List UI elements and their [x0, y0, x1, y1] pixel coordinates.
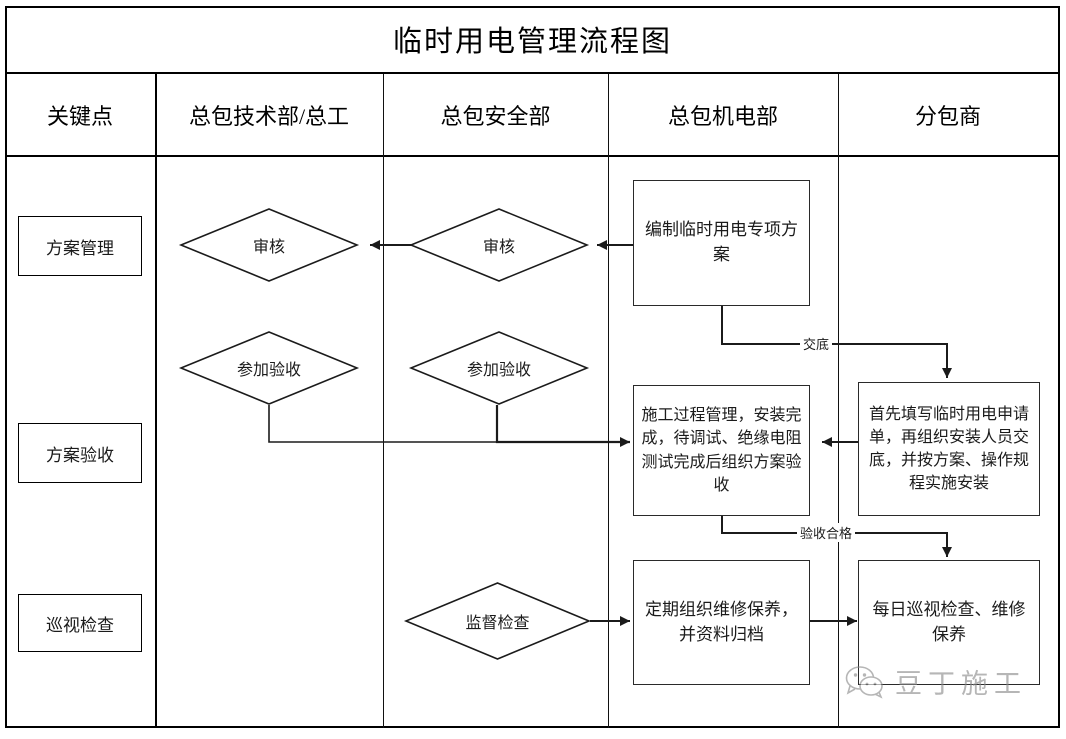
edge-label-acceptance-passed: 验收合格 [797, 523, 856, 542]
node-supervise-check[interactable]: 监督检查 [403, 582, 592, 660]
node-fill-application[interactable]: 首先填写临时用电申请单，再组织安装人员交底，并按方案、操作规程实施安装 [858, 382, 1040, 516]
key-point-patrol-inspection[interactable]: 巡视检查 [18, 594, 142, 652]
column-header-mech-elec: 总包机电部 [667, 103, 778, 129]
node-review-safety[interactable]: 审核 [408, 208, 590, 282]
page-title: 临时用电管理流程图 [392, 26, 672, 58]
edge-label-handover: 交底 [800, 334, 833, 353]
column-divider-2 [383, 74, 384, 728]
diamond-shape [403, 582, 592, 660]
column-divider-1 [155, 74, 157, 728]
diamond-shape [178, 208, 360, 282]
column-header-key-points: 关键点 [46, 103, 113, 129]
diamond-shape [408, 331, 590, 405]
column-header-row: 关键点 总包技术部/总工 总包安全部 总包机电部 分包商 [5, 74, 1060, 157]
node-construction-mgmt[interactable]: 施工过程管理，安装完成，待调试、绝缘电阻测试完成后组织方案验收 [633, 385, 810, 516]
node-review-tech[interactable]: 审核 [178, 208, 360, 282]
node-join-accept-safety[interactable]: 参加验收 [408, 331, 590, 405]
key-point-plan-management[interactable]: 方案管理 [18, 216, 142, 276]
column-divider-3 [608, 74, 609, 728]
column-header-subcontractor: 分包商 [914, 103, 981, 129]
node-join-accept-tech[interactable]: 参加验收 [178, 331, 360, 405]
diamond-shape [408, 208, 590, 282]
node-draft-plan[interactable]: 编制临时用电专项方案 [633, 180, 810, 306]
key-point-plan-acceptance[interactable]: 方案验收 [18, 423, 142, 483]
column-divider-4 [838, 74, 839, 728]
column-header-safety-dept: 总包安全部 [440, 103, 551, 129]
diamond-shape [178, 331, 360, 405]
column-header-tech-dept: 总包技术部/总工 [188, 103, 350, 129]
chart-title-cell: 临时用电管理流程图 [5, 6, 1060, 74]
node-periodic-maintain[interactable]: 定期组织维修保养，并资料归档 [633, 560, 810, 685]
table-frame [5, 6, 1060, 728]
node-daily-patrol[interactable]: 每日巡视检查、维修保养 [858, 560, 1040, 685]
